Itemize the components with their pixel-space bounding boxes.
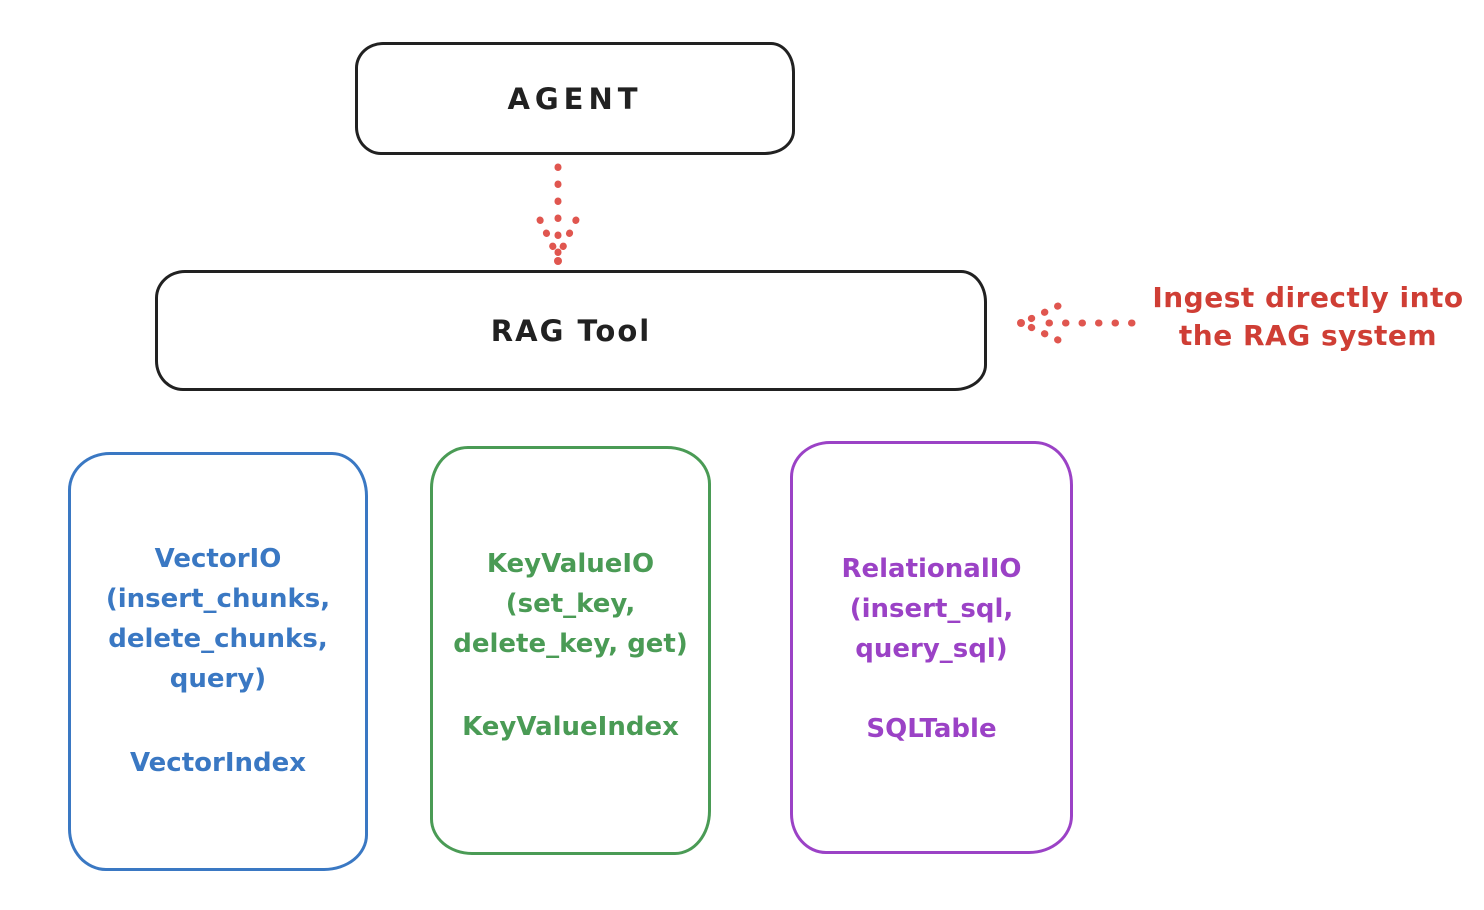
keyvalue-index-label: KeyValueIndex xyxy=(462,712,679,742)
keyvalue-io-operations-label: KeyValueIO (set_key, delete_key, get) xyxy=(453,549,688,659)
relational-io-operations-label: RelationalIO (insert_sql, query_sql) xyxy=(841,554,1022,664)
ingest-arrow-icon xyxy=(1017,302,1136,344)
sql-table-label: SQLTable xyxy=(866,714,997,744)
vector-io-node: VectorIO (insert_chunks, delete_chunks, … xyxy=(68,452,368,871)
rag-tool-node: RAG Tool xyxy=(155,270,987,391)
keyvalue-io-node: KeyValueIO (set_key, delete_key, get) Ke… xyxy=(430,446,711,855)
vector-index-label: VectorIndex xyxy=(129,748,307,778)
relational-io-node: RelationalIO (insert_sql, query_sql) SQL… xyxy=(790,441,1073,854)
ingest-annotation: Ingest directly into the RAG system xyxy=(1152,281,1464,352)
rag-tool-label: RAG Tool xyxy=(490,313,652,348)
agent-label: AGENT xyxy=(507,81,643,116)
vector-io-operations-label: VectorIO (insert_chunks, delete_chunks, … xyxy=(105,544,331,694)
agent-node: AGENT xyxy=(355,42,795,155)
agent-to-ragtool-arrow-icon xyxy=(536,163,580,265)
